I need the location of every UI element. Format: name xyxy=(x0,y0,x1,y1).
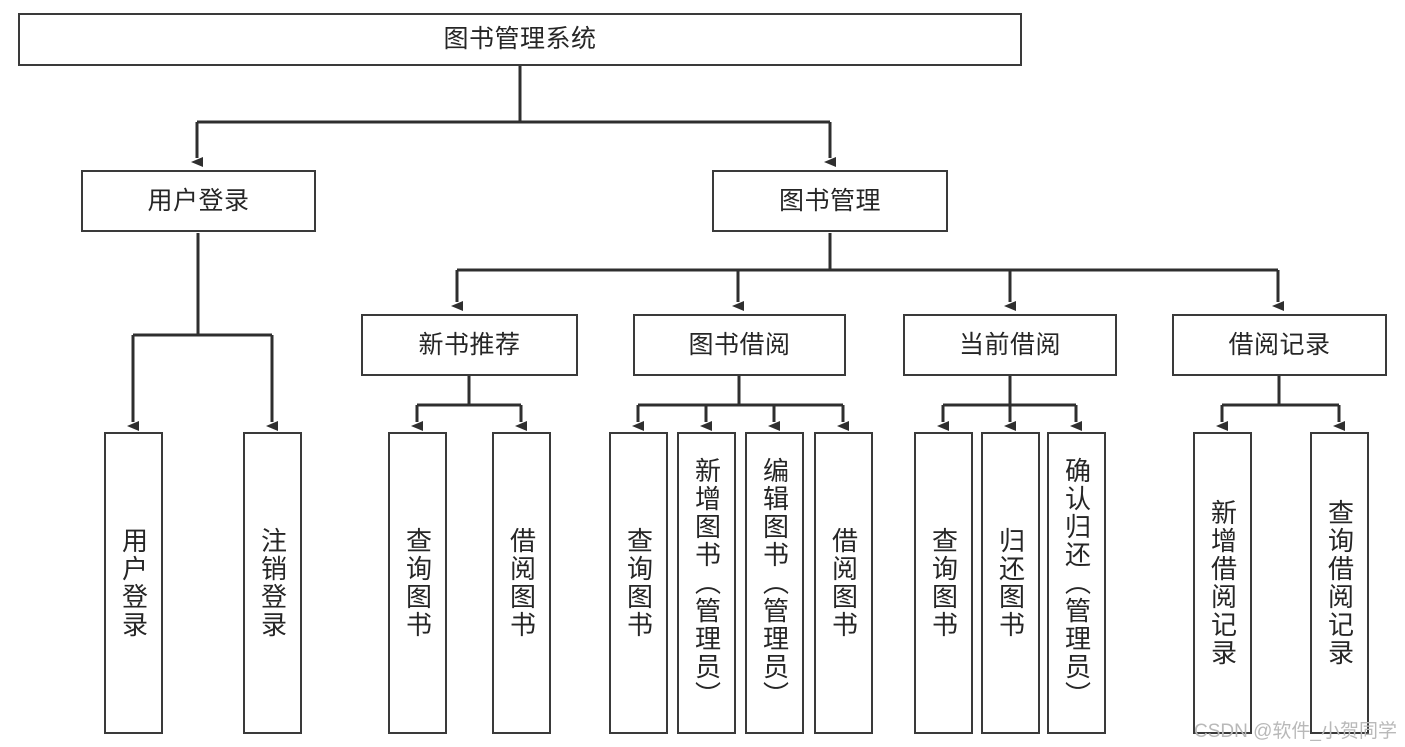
node-leaf-query-book-recommend[interactable]: 查询图书 xyxy=(388,432,447,734)
node-label: 查询借阅记录 xyxy=(1324,499,1355,667)
node-leaf-query-borrow-record[interactable]: 查询借阅记录 xyxy=(1310,432,1369,734)
node-label: 图书管理系统 xyxy=(443,25,597,54)
node-label: 借阅图书 xyxy=(828,527,859,639)
node-label: 用户登录 xyxy=(118,527,149,639)
node-leaf-query-book-borrow[interactable]: 查询图书 xyxy=(609,432,668,734)
node-label: 用户登录 xyxy=(147,186,250,215)
node-label: 查询图书 xyxy=(623,527,654,639)
node-book-borrow[interactable]: 图书借阅 xyxy=(633,314,846,376)
node-new-book-recommend[interactable]: 新书推荐 xyxy=(361,314,578,376)
node-label: 编辑图书（管理员） xyxy=(759,457,790,709)
node-label: 新增借阅记录 xyxy=(1207,499,1238,667)
node-label: 归还图书 xyxy=(995,527,1026,639)
node-label: 图书管理 xyxy=(778,186,881,215)
node-label: 查询图书 xyxy=(928,527,959,639)
node-label: 注销登录 xyxy=(257,527,288,639)
node-label: 借阅记录 xyxy=(1228,330,1331,359)
node-leaf-query-book-current[interactable]: 查询图书 xyxy=(914,432,973,734)
node-current-borrow[interactable]: 当前借阅 xyxy=(903,314,1117,376)
node-leaf-add-book-admin[interactable]: 新增图书（管理员） xyxy=(677,432,736,734)
node-leaf-confirm-return-admin[interactable]: 确认归还（管理员） xyxy=(1047,432,1106,734)
node-book-management[interactable]: 图书管理 xyxy=(712,170,948,232)
node-label: 确认归还（管理员） xyxy=(1061,457,1092,709)
node-leaf-borrow-book-recommend[interactable]: 借阅图书 xyxy=(492,432,551,734)
node-label: 新增图书（管理员） xyxy=(691,457,722,709)
node-leaf-edit-book-admin[interactable]: 编辑图书（管理员） xyxy=(745,432,804,734)
node-leaf-logout[interactable]: 注销登录 xyxy=(243,432,302,734)
node-label: 查询图书 xyxy=(402,527,433,639)
node-leaf-user-login[interactable]: 用户登录 xyxy=(104,432,163,734)
node-root-book-management-system[interactable]: 图书管理系统 xyxy=(18,13,1022,66)
node-user-login[interactable]: 用户登录 xyxy=(81,170,316,232)
node-leaf-add-borrow-record[interactable]: 新增借阅记录 xyxy=(1193,432,1252,734)
node-label: 当前借阅 xyxy=(958,330,1061,359)
watermark: CSDN @软件_小贺同学 xyxy=(1194,721,1397,742)
node-borrow-record[interactable]: 借阅记录 xyxy=(1172,314,1387,376)
node-leaf-return-book[interactable]: 归还图书 xyxy=(981,432,1040,734)
node-leaf-borrow-book[interactable]: 借阅图书 xyxy=(814,432,873,734)
node-label: 图书借阅 xyxy=(688,330,791,359)
node-label: 新书推荐 xyxy=(418,330,521,359)
node-label: 借阅图书 xyxy=(506,527,537,639)
